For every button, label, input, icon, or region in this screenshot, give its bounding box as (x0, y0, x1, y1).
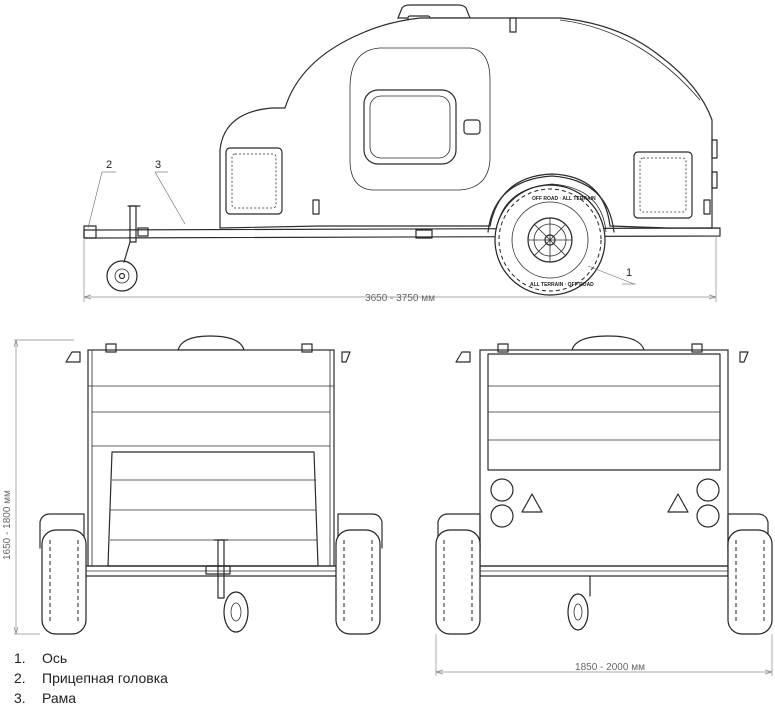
side-window (363, 89, 457, 165)
legend: 1.Ось 2.Прицепная головка 3.Рама (14, 648, 168, 708)
length-dimension: 3650 - 3750 мм (365, 293, 435, 304)
side-door (349, 47, 491, 191)
front-view: 1650 - 1800 мм (2, 335, 383, 635)
legend-item-axle: 1.Ось (14, 650, 68, 666)
trailer-body-side (219, 17, 713, 229)
rear-view: 1850 - 2000 мм (435, 335, 773, 676)
rear-right-wheel (727, 529, 773, 635)
rear-left-wheel (435, 529, 481, 635)
tire-text-bottom: ALL TERRAIN · OFF ROAD (530, 282, 594, 288)
jockey-wheel-side (106, 260, 138, 292)
trailer-body-front (87, 349, 335, 567)
front-right-wheel (335, 529, 381, 635)
callout-3: 3 (155, 159, 161, 171)
side-view: OFF ROAD · ALL TERRAIN ALL TERRAIN · OFF… (83, 4, 721, 304)
rear-light (490, 478, 514, 502)
warning-triangle-right (667, 493, 689, 513)
height-dimension: 1650 - 1800 мм (2, 490, 13, 560)
trailer-body-rear (479, 349, 729, 567)
legend-item-coupling-head: 2.Прицепная головка (14, 670, 168, 686)
front-left-wheel (41, 529, 87, 635)
warning-triangle-left (521, 493, 543, 513)
frame-rail (83, 227, 721, 239)
width-dimension: 1850 - 2000 мм (575, 662, 645, 673)
callout-1: 1 (626, 267, 632, 279)
tire-text-top: OFF ROAD · ALL TERRAIN (532, 196, 596, 202)
legend-item-frame: 3.Рама (14, 690, 77, 706)
callout-2: 2 (106, 159, 112, 171)
jockey-wheel-front (223, 591, 249, 633)
